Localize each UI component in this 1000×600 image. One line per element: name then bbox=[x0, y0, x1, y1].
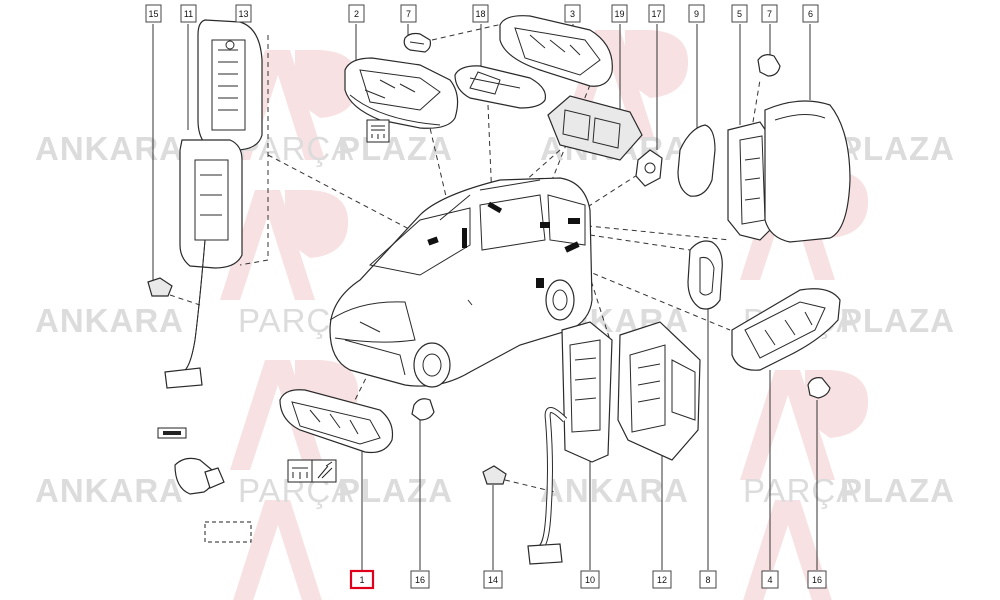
label-12[interactable]: 12 bbox=[652, 570, 672, 589]
wm-ankara-1: ANKARA bbox=[35, 130, 184, 167]
svg-text:6: 6 bbox=[808, 9, 813, 19]
part-16-bulb-right bbox=[807, 377, 831, 399]
part-11-dome-lamp-harness bbox=[164, 19, 263, 389]
label-6[interactable]: 6 bbox=[802, 4, 819, 23]
svg-text:7: 7 bbox=[767, 9, 772, 19]
label-10[interactable]: 10 bbox=[580, 570, 600, 589]
part-16-bulb-center bbox=[411, 398, 435, 421]
bulb-and-socket bbox=[157, 427, 252, 543]
svg-text:12: 12 bbox=[657, 575, 667, 585]
svg-text:3: 3 bbox=[570, 9, 575, 19]
part-12-switch-panel bbox=[617, 321, 701, 461]
wm-plaza-5: PLAZA bbox=[338, 472, 453, 509]
wm-parca-6: PARÇA bbox=[743, 472, 859, 509]
svg-text:4: 4 bbox=[767, 575, 772, 585]
svg-text:14: 14 bbox=[488, 575, 498, 585]
label-5[interactable]: 5 bbox=[731, 4, 748, 23]
svg-text:10: 10 bbox=[585, 575, 595, 585]
part-4-lamp-assembly bbox=[731, 288, 841, 371]
svg-text:11: 11 bbox=[184, 9, 193, 19]
part-14-connector bbox=[482, 465, 507, 485]
svg-text:1: 1 bbox=[359, 575, 364, 585]
label-7a[interactable]: 7 bbox=[400, 4, 417, 23]
svg-text:5: 5 bbox=[737, 9, 742, 19]
label-2[interactable]: 2 bbox=[348, 4, 365, 23]
label-18[interactable]: 18 bbox=[472, 4, 489, 23]
wm-plaza-1: PLAZA bbox=[338, 130, 453, 167]
van-illustration bbox=[329, 177, 593, 388]
svg-text:17: 17 bbox=[651, 9, 661, 19]
part-6-lamp-cover bbox=[764, 100, 851, 243]
wm-plaza-4: PLAZA bbox=[840, 302, 955, 339]
svg-text:16: 16 bbox=[415, 575, 425, 585]
svg-text:18: 18 bbox=[475, 9, 485, 19]
label-17[interactable]: 17 bbox=[648, 4, 665, 23]
svg-text:2: 2 bbox=[354, 9, 359, 19]
label-16a[interactable]: 16 bbox=[410, 570, 430, 589]
wm-ankara-5: ANKARA bbox=[35, 472, 184, 509]
part-8-lens bbox=[687, 240, 723, 310]
label-3[interactable]: 3 bbox=[564, 4, 581, 23]
part-7-bulb-b bbox=[757, 54, 781, 77]
label-15[interactable]: 15 bbox=[145, 4, 162, 23]
svg-text:15: 15 bbox=[148, 9, 158, 19]
wm-plaza-6: PLAZA bbox=[840, 472, 955, 509]
part-10-switch-harness bbox=[527, 321, 613, 565]
wm-ankara-3: ANKARA bbox=[35, 302, 184, 339]
label-16b[interactable]: 16 bbox=[807, 570, 827, 589]
part-labels: 15 11 13 2 7 18 3 19 17 9 5 7 6 1 16 14 … bbox=[145, 4, 827, 590]
part-19-switch-panel bbox=[547, 95, 643, 161]
part-17-door-switch bbox=[635, 149, 663, 187]
part-3-lamp-assembly bbox=[499, 15, 613, 87]
part-2-lamp-assembly bbox=[344, 57, 459, 129]
wm-ankara-6: ANKARA bbox=[540, 472, 689, 509]
label-1[interactable]: 1 bbox=[349, 569, 375, 590]
label-11[interactable]: 11 bbox=[180, 4, 197, 23]
label-8[interactable]: 8 bbox=[699, 570, 717, 589]
leader-lines bbox=[152, 24, 818, 570]
svg-text:9: 9 bbox=[694, 9, 699, 19]
label-9[interactable]: 9 bbox=[688, 4, 705, 23]
svg-text:7: 7 bbox=[406, 9, 411, 19]
reading-lamp-icon bbox=[287, 459, 337, 483]
interior-lamp-icon bbox=[366, 119, 390, 143]
label-13[interactable]: 13 bbox=[235, 4, 252, 23]
part-1-lamp-assembly bbox=[279, 389, 394, 454]
svg-text:13: 13 bbox=[238, 9, 248, 19]
part-9-lens bbox=[677, 124, 716, 197]
svg-text:8: 8 bbox=[705, 575, 710, 585]
label-19[interactable]: 19 bbox=[611, 4, 628, 23]
part-18-reading-lamp bbox=[454, 65, 547, 109]
label-4[interactable]: 4 bbox=[761, 570, 779, 589]
svg-text:19: 19 bbox=[614, 9, 624, 19]
wm-plaza-2: PLAZA bbox=[840, 130, 955, 167]
label-14[interactable]: 14 bbox=[483, 570, 503, 589]
svg-text:16: 16 bbox=[812, 575, 822, 585]
part-7-bulb-a bbox=[403, 32, 432, 53]
part-15-connector bbox=[147, 277, 173, 297]
label-7b[interactable]: 7 bbox=[761, 4, 778, 23]
